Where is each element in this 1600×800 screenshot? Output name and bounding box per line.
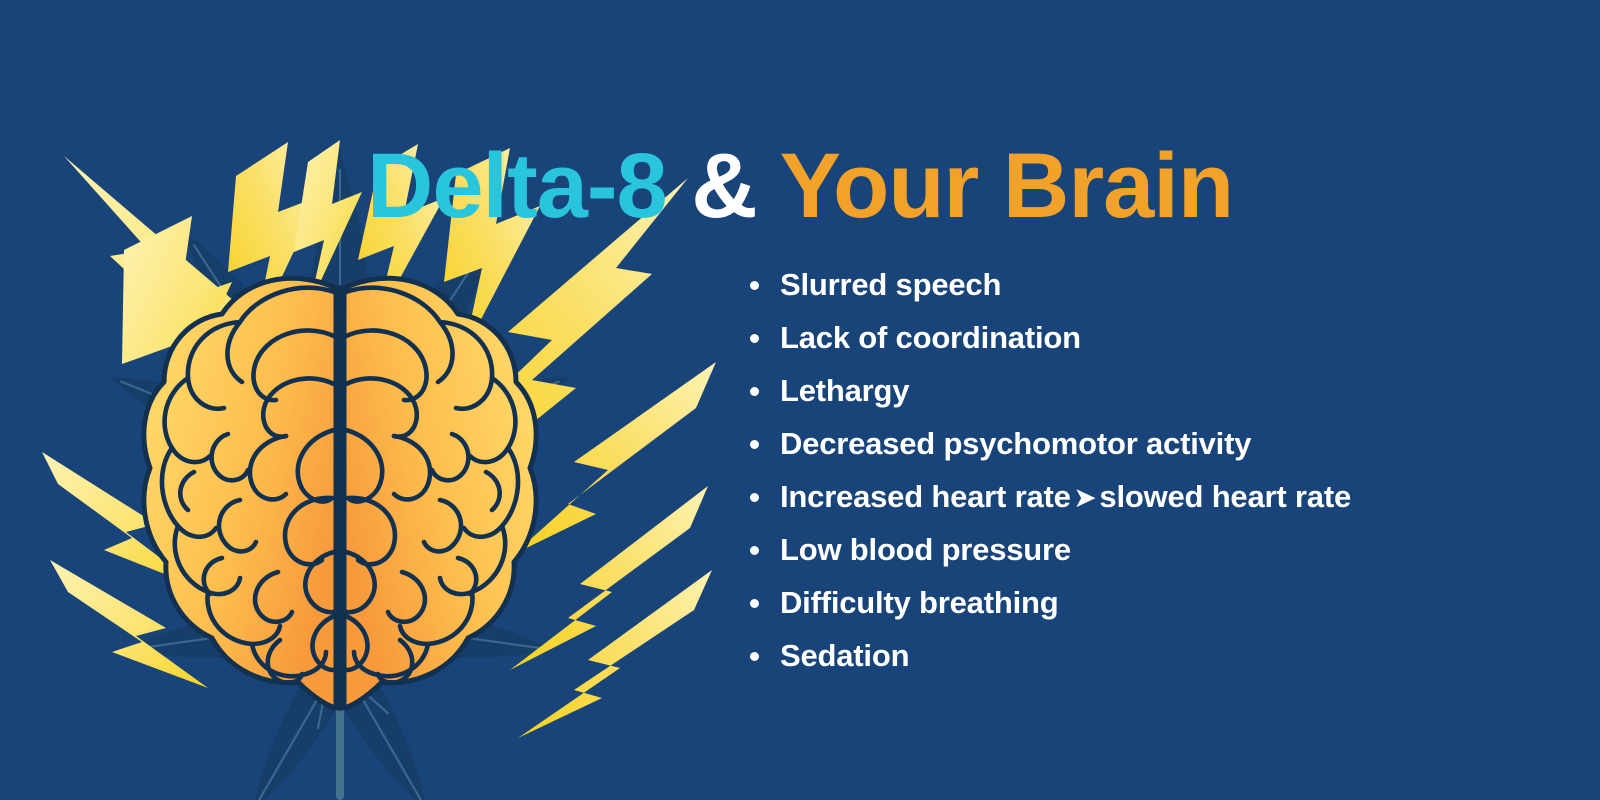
bullet-icon bbox=[750, 387, 759, 396]
list-item-label: Sedation bbox=[780, 638, 910, 673]
lightning-bolt-icon bbox=[510, 486, 708, 670]
bullet-icon bbox=[750, 546, 759, 555]
lightning-bolt-icon bbox=[50, 560, 208, 688]
list-item-label-after: slowed heart rate bbox=[1099, 479, 1351, 514]
list-item: Sedation bbox=[744, 629, 1584, 682]
list-item: Slurred speech bbox=[744, 258, 1584, 311]
bullet-icon bbox=[750, 440, 759, 449]
bullet-icon bbox=[750, 652, 759, 661]
arrow-right-icon: ➤ bbox=[1074, 484, 1096, 512]
symptom-list: Slurred speech Lack of coordination Leth… bbox=[744, 258, 1584, 682]
bullet-icon bbox=[750, 599, 759, 608]
brain-icon bbox=[141, 275, 539, 711]
bullet-icon bbox=[750, 493, 759, 502]
list-item-label: Difficulty breathing bbox=[780, 585, 1059, 620]
list-item-label: Slurred speech bbox=[780, 267, 1002, 302]
list-item: Lethargy bbox=[744, 364, 1584, 417]
list-item: Increased heart rate➤slowed heart rate bbox=[744, 470, 1584, 523]
lightning-bolt-icon bbox=[518, 570, 712, 738]
title-segment-your-brain: Your Brain bbox=[779, 134, 1234, 237]
list-item: Decreased psychomotor activity bbox=[744, 417, 1584, 470]
list-item-label: Low blood pressure bbox=[780, 532, 1071, 567]
title-segment-ampersand: & bbox=[691, 134, 757, 237]
list-item: Difficulty breathing bbox=[744, 576, 1584, 629]
bullet-icon bbox=[750, 281, 759, 290]
lightning-bolt-icon bbox=[514, 362, 716, 554]
list-item-label: Lethargy bbox=[780, 373, 910, 408]
list-item: Low blood pressure bbox=[744, 523, 1584, 576]
lightning-bolt-icon bbox=[228, 142, 320, 336]
lightning-bolt-icon bbox=[444, 148, 540, 352]
lightning-bolt-icon bbox=[358, 144, 444, 322]
brain-lightning-cannabis-illustration bbox=[40, 140, 720, 800]
title-segment-delta8: Delta-8 bbox=[366, 134, 668, 237]
lightning-bolt-icon bbox=[294, 140, 362, 304]
list-item-label-before: Increased heart rate bbox=[780, 479, 1071, 514]
list-item-label: Lack of coordination bbox=[780, 320, 1081, 355]
list-item-label: Decreased psychomotor activity bbox=[780, 426, 1252, 461]
lightning-bolt-icon bbox=[122, 216, 232, 440]
lightning-bolt-icon bbox=[42, 452, 200, 588]
list-item: Lack of coordination bbox=[744, 311, 1584, 364]
page-title: Delta-8 & Your Brain bbox=[0, 140, 1600, 232]
bullet-icon bbox=[750, 334, 759, 343]
